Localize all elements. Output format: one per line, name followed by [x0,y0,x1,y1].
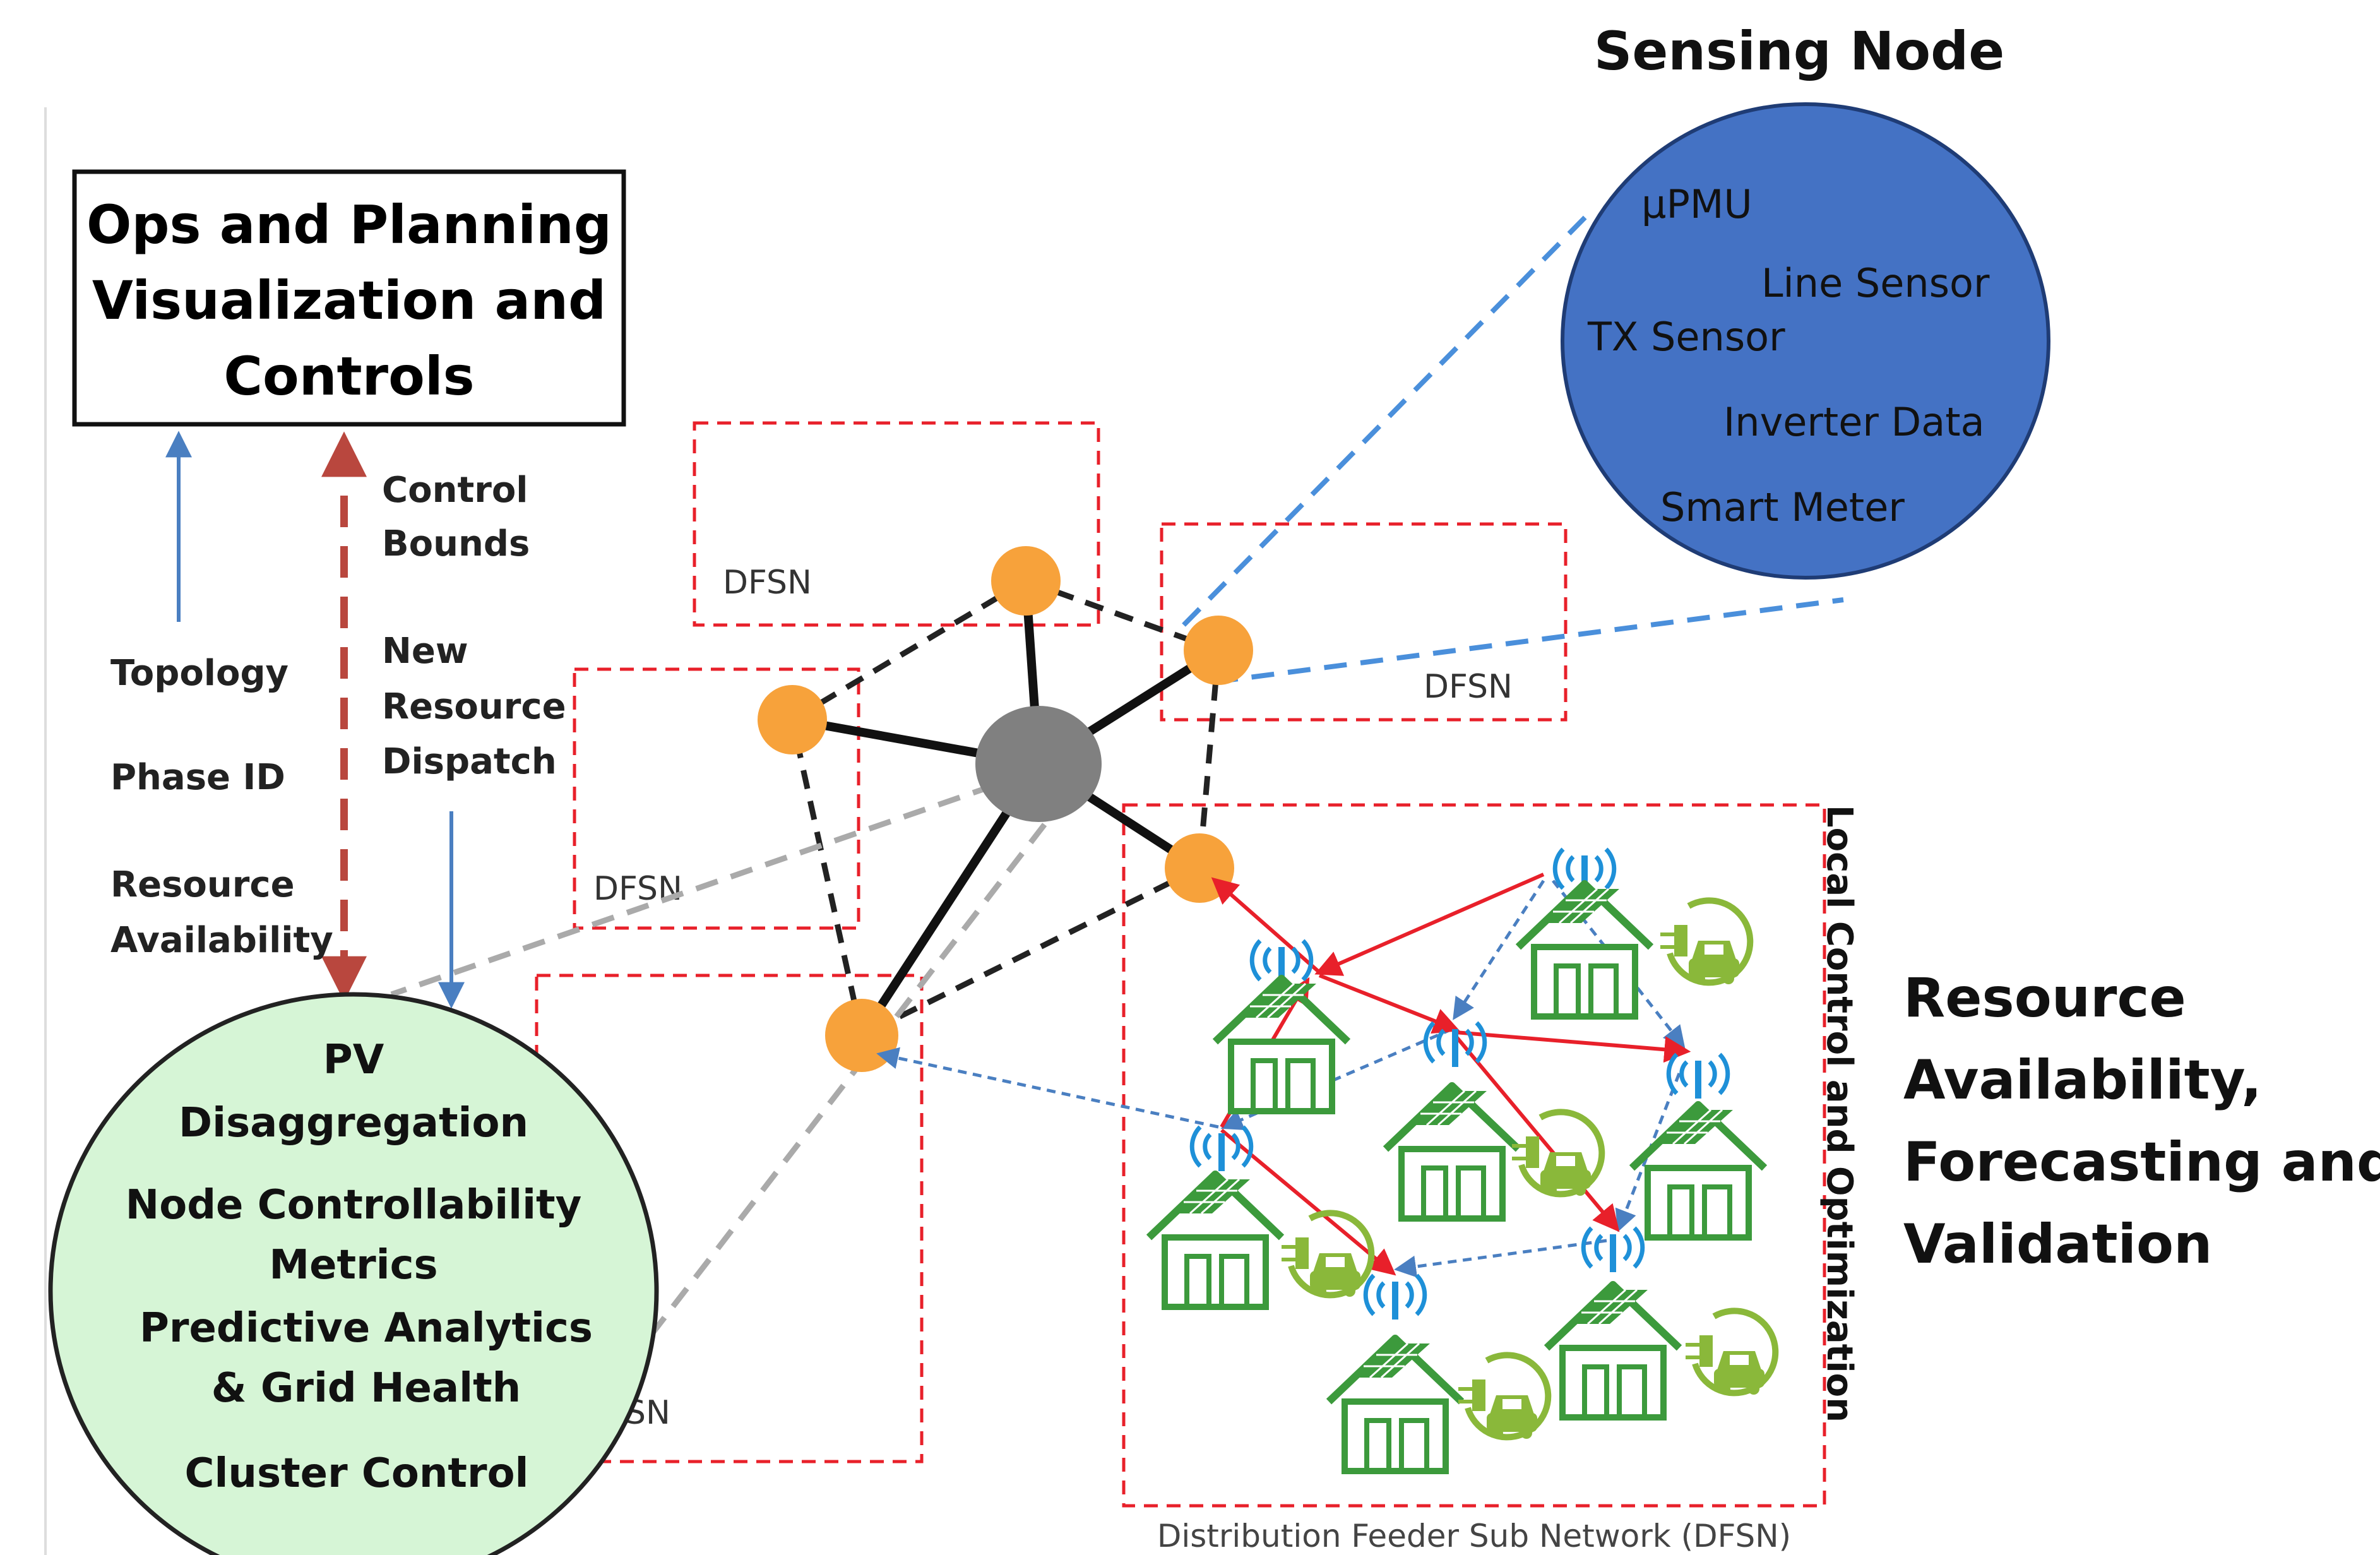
analytics-item-predictive: Predictive Analytics [140,1305,593,1352]
topology-label: Topology [110,653,289,694]
resource-forecast-block: Resource Availability, Forecasting and V… [1903,967,2380,1276]
resource-forecast-line-3: Forecasting and [1903,1131,2380,1194]
ev-charger-icon [1686,1311,1775,1395]
house-icon [1518,884,1651,1016]
dfsn-box-top [693,421,1100,627]
dispatch-label: Dispatch [382,741,557,782]
house-icon [1386,1086,1518,1218]
analytics-item-cluster-control: Cluster Control [185,1450,529,1497]
dfsn-box-right [1160,522,1568,722]
local-control-label: Local Control and Optimization [1819,805,1860,1422]
analytics-item-grid-health: & Grid Health [211,1365,521,1412]
resource-forecast-line-1: Resource [1903,967,2186,1030]
sensing-node: Sensing Node µPMU Line Sensor TX Sensor … [1561,20,2050,580]
house-icon [1547,1285,1679,1417]
orange-node-lower-right [1165,833,1234,903]
ops-box-line-1: Ops and Planning [86,194,612,256]
bounds-label: Bounds [382,523,530,564]
house-icon [1149,1174,1282,1307]
ev-charger-icon [1512,1112,1602,1196]
resource-dispatch-label: Resource [382,686,566,727]
ev-charger-icon [1660,900,1750,984]
availability-label: Availability [110,920,333,961]
ops-box-line-3: Controls [223,345,474,407]
house-icon [1215,979,1348,1111]
sensing-item-tx-sensor: TX Sensor [1587,314,1785,360]
control-label: Control [382,470,528,511]
dfsn-box-large [1122,803,1826,1508]
hub-node [975,706,1102,822]
orange-node-right [1184,616,1253,685]
analytics-node: PV Disaggregation Node Controllability M… [48,992,659,1555]
antenna-icon [1366,1275,1425,1320]
orange-node-bottom [825,999,898,1072]
ops-planning-box: Ops and Planning Visualization and Contr… [72,169,626,427]
sensing-item-line-sensor: Line Sensor [1761,260,1990,306]
analytics-item-metrics: Metrics [269,1242,437,1289]
antenna-icon [1425,1023,1485,1067]
house-icon [1632,1105,1764,1237]
resource-forecast-line-2: Availability, [1903,1049,2262,1112]
ops-box-line-2: Visualization and [92,270,606,331]
new-label: New [382,631,468,672]
sensing-item-smart-meter: Smart Meter [1660,484,1905,530]
analytics-item-pv: PV [323,1037,384,1083]
phase-id-label: Phase ID [110,757,285,798]
sensing-node-title: Sensing Node [1594,20,2004,82]
dfsn-box-bottom [535,974,924,1463]
sensing-link-1 [1182,210,1593,627]
sensing-link-2 [1215,597,1844,684]
antenna-icon [1583,1228,1643,1272]
dfsn-boxes [535,421,1826,1508]
resource-label: Resource [110,864,295,905]
dfsn-box-left [573,667,860,930]
analytics-link-2 [597,794,1069,1403]
dfsn-caption: Distribution Feeder Sub Network (DFSN) [1157,1518,1791,1554]
ev-charger-icon [1458,1355,1548,1439]
analytics-link-1 [390,770,1030,998]
dfsn-label-left: DFSN [593,870,682,908]
resource-forecast-line-4: Validation [1903,1213,2212,1276]
orange-node-left [758,685,827,754]
orange-node-top [991,546,1061,616]
analytics-item-node-controllability: Node Controllability [126,1182,582,1229]
sensing-item-upmu: µPMU [1641,181,1752,227]
dfsn-label-top: DFSN [723,564,812,602]
ev-charger-icon [1282,1213,1371,1297]
dfsn-label-right: DFSN [1424,668,1513,706]
house-icon [1329,1338,1461,1471]
sensing-item-inverter: Inverter Data [1723,399,1985,445]
analytics-item-disaggregation: Disaggregation [179,1100,528,1147]
